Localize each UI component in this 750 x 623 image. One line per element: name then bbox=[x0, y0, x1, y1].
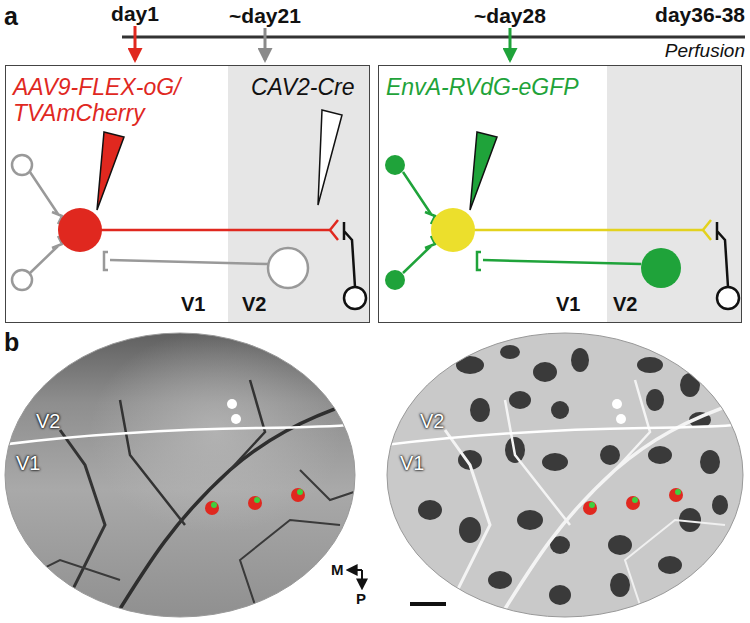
panel-letter: a bbox=[4, 2, 18, 31]
panel-box: AAV9-FLEX-oG/ TVAmCherry CAV2-CreV1 V2 bbox=[5, 65, 370, 323]
time-point: ~day28 bbox=[474, 4, 546, 28]
area-label: V2 bbox=[242, 293, 266, 316]
area-label: V1 bbox=[556, 293, 580, 316]
timeline bbox=[122, 26, 745, 60]
injection-schematic-2 bbox=[385, 65, 742, 323]
injection-schematic-1 bbox=[12, 65, 370, 323]
area-label: V1 bbox=[400, 452, 424, 475]
reagent-label: CAV2-Cre bbox=[251, 74, 355, 100]
time-point: day36-38 bbox=[655, 3, 745, 27]
image-border bbox=[387, 333, 743, 617]
area-label: V2 bbox=[420, 410, 444, 433]
scale-bar bbox=[410, 602, 446, 606]
area-label: V1 bbox=[16, 452, 40, 475]
area-label: V2 bbox=[36, 410, 60, 433]
cortex-image bbox=[0, 330, 369, 623]
time-point: day1 bbox=[111, 2, 159, 26]
step-label: Perfusion bbox=[665, 40, 745, 62]
area-label: V1 bbox=[181, 293, 205, 316]
reagent-label: AAV9-FLEX-oG/ TVAmCherry bbox=[13, 74, 231, 127]
time-point: ~day21 bbox=[229, 4, 301, 28]
panel-box: EnvA-RVdG-eGFP V1 V2 bbox=[378, 65, 742, 323]
area-label: V2 bbox=[613, 293, 637, 316]
injection-sites bbox=[205, 399, 683, 515]
reagent-label: EnvA-RVdG-eGFP bbox=[386, 74, 579, 100]
axis-label: P bbox=[356, 590, 366, 607]
map-image bbox=[385, 330, 750, 623]
axis-label: M bbox=[331, 561, 344, 578]
orientation-axes bbox=[348, 570, 362, 588]
panel-letter: b bbox=[4, 328, 19, 357]
image-border bbox=[5, 333, 355, 617]
